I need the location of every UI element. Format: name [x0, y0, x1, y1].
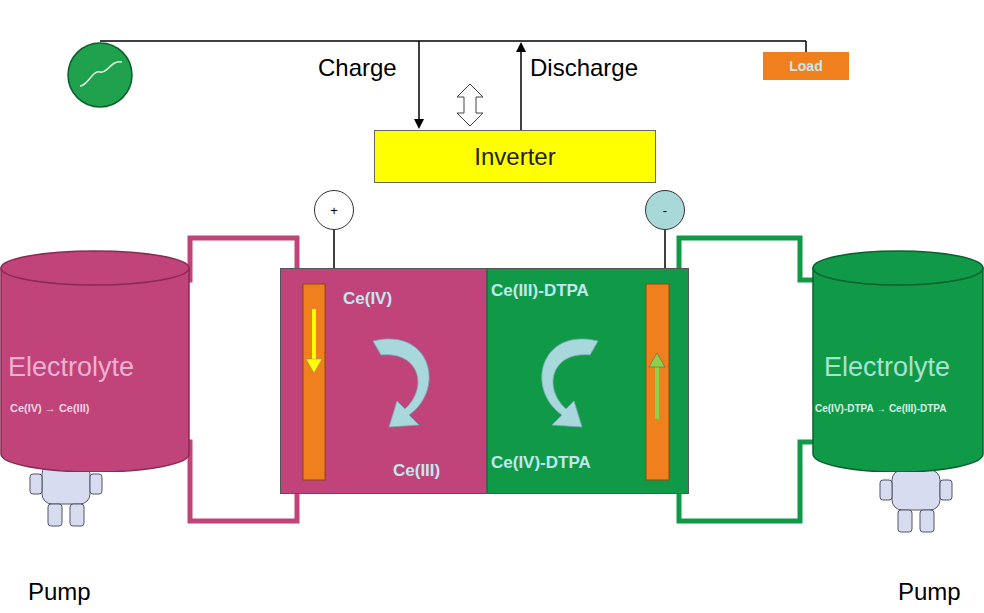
node-text: Load [789, 58, 822, 74]
pump [30, 464, 102, 526]
electrolyte-tank: ElectrolyteCe(IV) → Ce(III) [0, 250, 190, 472]
discharge-arrow [520, 44, 522, 130]
load-box: Load [763, 52, 849, 80]
sine-wave [80, 62, 122, 86]
cell-half: Ce(III)-DTPA Ce(IV)-DTPA [487, 268, 689, 494]
node-text: Ce(IV) → Ce(III) [10, 402, 89, 414]
load-wire [805, 41, 807, 52]
node-text: Ce(IV) [343, 289, 392, 309]
node-text: Inverter [474, 143, 555, 171]
node-text: - [663, 203, 667, 218]
double-arrow [457, 84, 483, 126]
node-text: Electrolyte [824, 352, 950, 383]
bus-wire [100, 40, 806, 42]
terminal-circle: - [645, 190, 685, 230]
power-source [68, 43, 132, 107]
node-text: + [330, 203, 338, 218]
node-text: Electrolyte [8, 352, 134, 383]
text-label: Charge [318, 54, 397, 82]
charge-arrow [418, 41, 420, 127]
text-label: Discharge [530, 54, 638, 82]
text-label: Pump [28, 578, 91, 606]
wire-connector [333, 230, 335, 268]
inverter-box: Inverter [374, 130, 656, 183]
node-text: Ce(III) [393, 461, 440, 481]
node-text: Ce(IV)-DTPA [491, 453, 591, 473]
pump [880, 470, 952, 532]
pipe-connector [679, 442, 814, 521]
node-text: Ce(IV)-DTPA → Ce(III)-DTPA [815, 403, 946, 414]
text-label: Pump [898, 578, 961, 606]
cell-half: Ce(IV) Ce(III) [280, 268, 487, 494]
node-text: Ce(III)-DTPA [491, 281, 589, 301]
terminal-circle: + [314, 190, 354, 230]
wire-connector [664, 230, 666, 268]
electrolyte-tank: ElectrolyteCe(IV)-DTPA → Ce(III)-DTPA [812, 250, 984, 472]
pipe-connector [679, 238, 814, 280]
